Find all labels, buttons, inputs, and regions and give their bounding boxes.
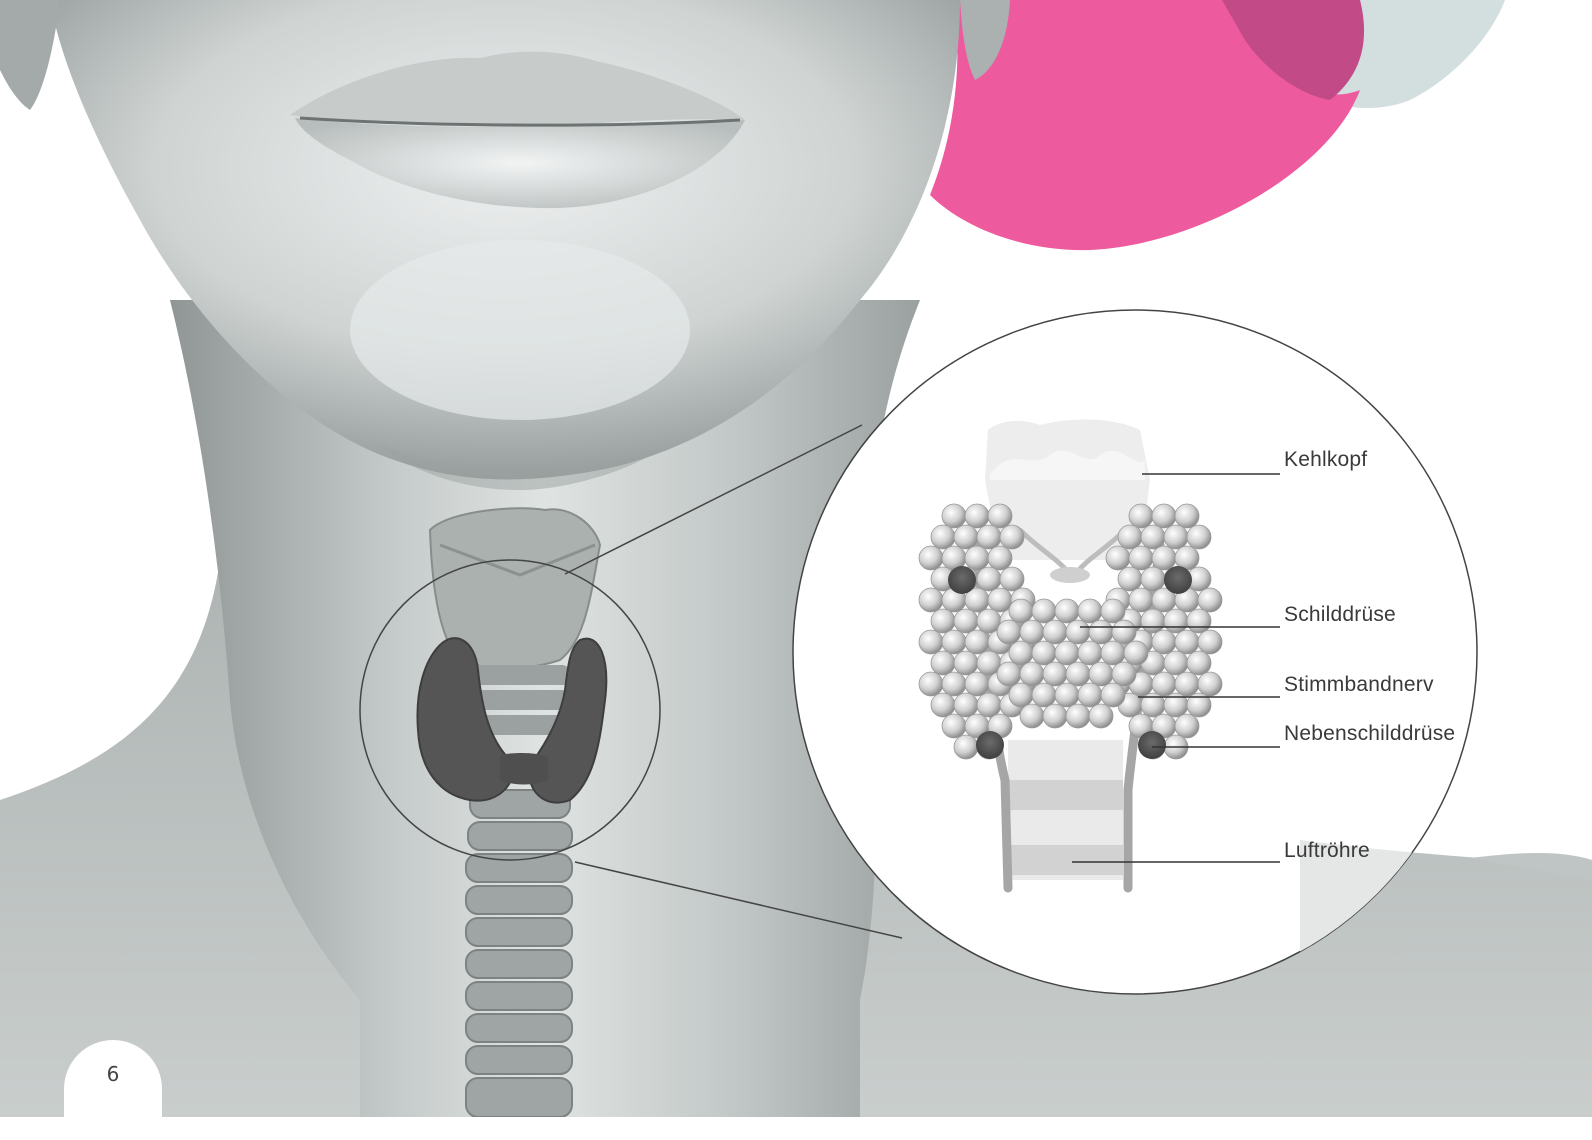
follicle [1175,630,1199,654]
follicle [1152,504,1176,528]
label-parathyroid: Nebenschilddrüse [1284,722,1455,746]
follicle [1020,704,1044,728]
follicle [931,525,955,549]
follicle [919,630,943,654]
follicle [965,546,989,570]
follicle [1043,620,1067,644]
follicle [954,693,978,717]
follicle [1164,651,1188,675]
follicle [1152,672,1176,696]
follicle [1129,504,1153,528]
follicle [1066,704,1090,728]
follicle [1009,641,1033,665]
follicle [965,630,989,654]
follicle [1129,588,1153,612]
label-trachea: Luftröhre [1284,839,1370,863]
follicle [1009,683,1033,707]
follicle [1032,641,1056,665]
follicle [919,672,943,696]
follicle [1106,546,1130,570]
follicle [965,504,989,528]
follicle [988,546,1012,570]
follicle [942,630,966,654]
follicle [1141,525,1165,549]
follicle [1112,662,1136,686]
follicle [1124,641,1148,665]
follicle [1000,567,1024,591]
follicle [1089,704,1113,728]
follicle [1032,683,1056,707]
follicle [919,546,943,570]
follicle [988,588,1012,612]
follicle [1055,599,1079,623]
follicle [1187,525,1211,549]
follicle [1152,546,1176,570]
follicle [1198,672,1222,696]
follicle [1055,641,1079,665]
follicle [954,735,978,759]
follicle [954,651,978,675]
follicle [1175,714,1199,738]
follicle [1198,630,1222,654]
follicle [1078,599,1102,623]
follicle [997,620,1021,644]
follicle [942,672,966,696]
follicle [1066,620,1090,644]
follicle [1078,641,1102,665]
label-larynx: Kehlkopf [1284,448,1367,472]
follicle [1118,567,1142,591]
follicle [1112,620,1136,644]
follicle [1164,525,1188,549]
follicle [1000,525,1024,549]
follicle [997,662,1021,686]
label-thyroid: Schilddrüse [1284,603,1396,627]
follicle [954,525,978,549]
follicle [1009,599,1033,623]
decorative-blobs [930,0,1505,250]
follicle [1175,672,1199,696]
page-number-tab: 6 [64,1040,162,1140]
follicle [931,693,955,717]
follicle [942,714,966,738]
follicle [977,525,1001,549]
follicle [1101,599,1125,623]
follicle [1055,683,1079,707]
follicle [1020,620,1044,644]
follicle [977,693,1001,717]
follicle [919,588,943,612]
follicle [1118,525,1142,549]
follicle [1043,662,1067,686]
follicle [1089,662,1113,686]
follicle [965,672,989,696]
follicle [1043,704,1067,728]
follicle [1141,609,1165,633]
follicle [1101,683,1125,707]
follicle [977,567,1001,591]
follicle [931,609,955,633]
follicle [1175,504,1199,528]
follicle [1032,599,1056,623]
follicle [1078,683,1102,707]
label-vocal-nerve: Stimmbandnerv [1284,673,1434,697]
follicle [988,504,1012,528]
illustration-page [0,0,1592,1117]
follicle [1020,662,1044,686]
follicle [1141,567,1165,591]
follicle [1129,546,1153,570]
follicle [931,651,955,675]
follicle [1101,641,1125,665]
follicle [942,504,966,528]
follicle [954,609,978,633]
follicle [1152,630,1176,654]
follicle [1187,609,1211,633]
follicle [1187,651,1211,675]
follicle [1089,620,1113,644]
page-number: 6 [64,1062,162,1086]
follicle [1198,588,1222,612]
follicle [1066,662,1090,686]
follicle [1164,609,1188,633]
